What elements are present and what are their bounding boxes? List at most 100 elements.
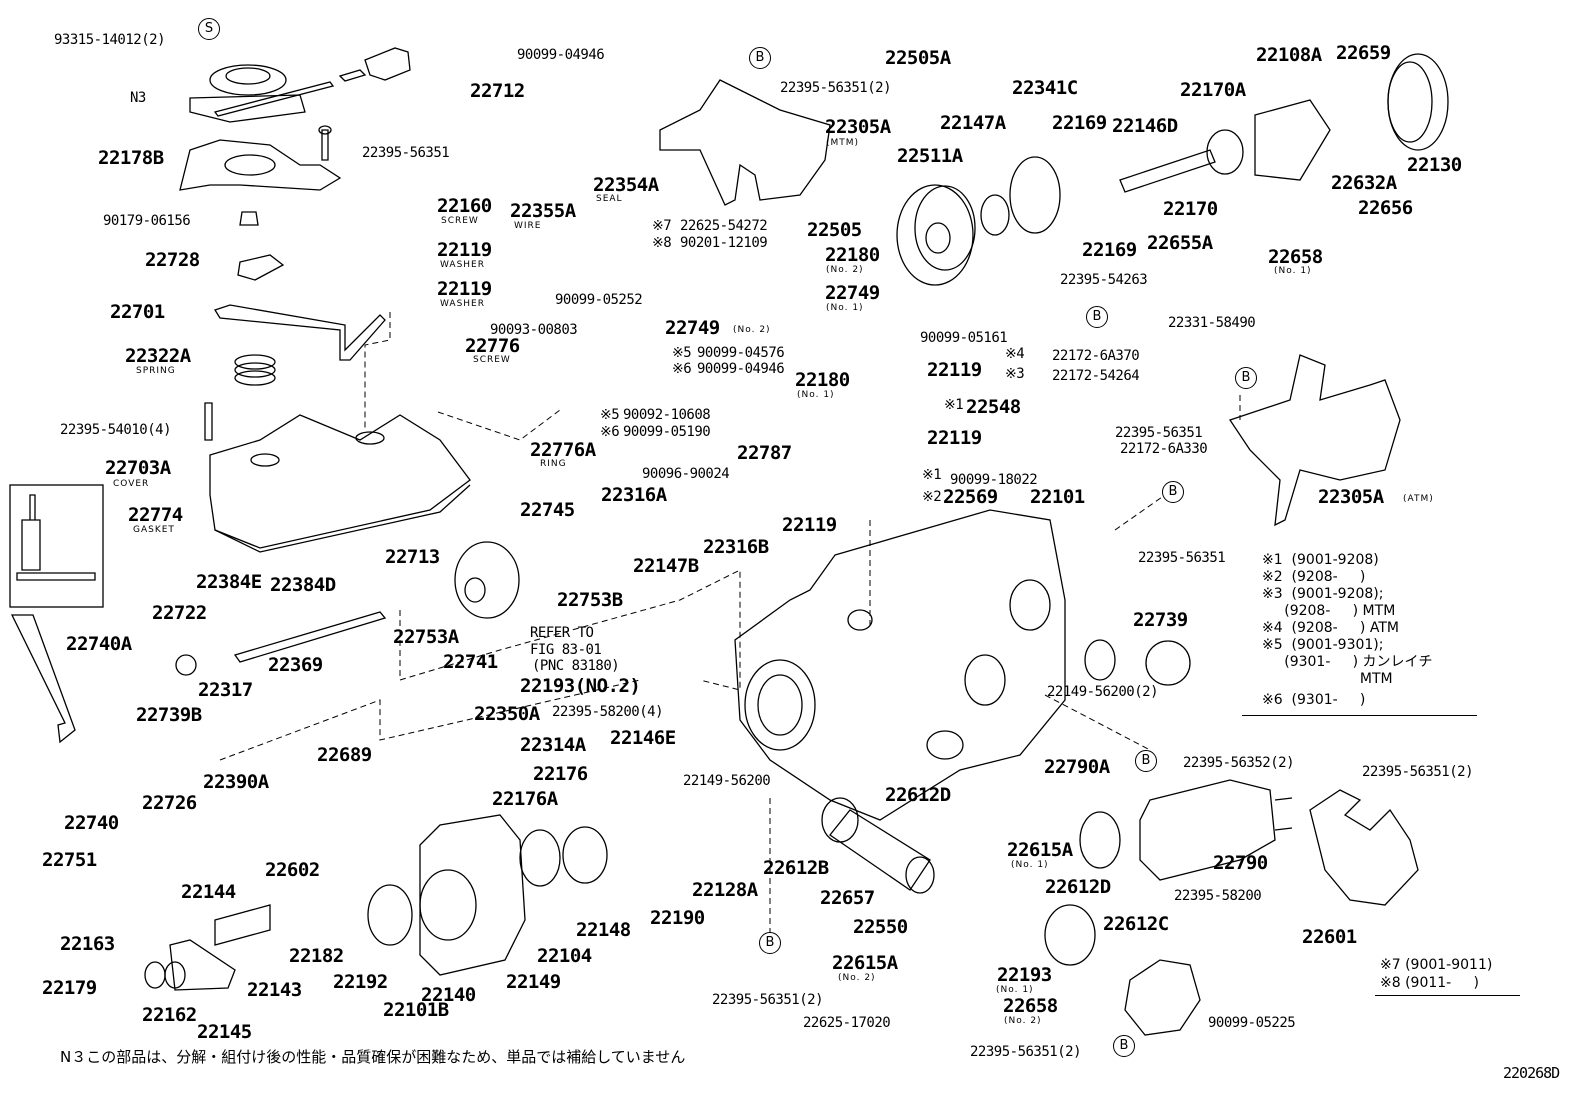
part-label: 22741 — [443, 651, 498, 673]
part-label: 22322A — [125, 345, 191, 367]
part-label: 22753A — [393, 626, 459, 648]
part-label: 22316B — [703, 536, 769, 558]
part-label: 22395-56351 — [362, 145, 450, 161]
symbol-b-circle: B — [1113, 1035, 1135, 1057]
part-label: 22550 — [853, 916, 908, 938]
nut-drawing — [239, 211, 259, 226]
part-label: 22787 — [737, 442, 792, 464]
part-label: 22612B — [763, 857, 829, 879]
part-mark: ※8 — [652, 235, 672, 251]
part-label: 22179 — [42, 977, 97, 999]
part-label: 22331-58490 — [1168, 315, 1256, 331]
part-label: 22602 — [265, 859, 320, 881]
bracket-22178b-drawing — [179, 125, 342, 191]
symbol-b-circle: B — [1162, 481, 1184, 503]
spring-drawing — [234, 354, 276, 386]
part-label: 90099-05161 — [920, 330, 1008, 346]
legend-row: (9208- ) MTM — [1262, 603, 1396, 619]
part-label: 22740A — [66, 633, 132, 655]
part-sublabel: SPRING — [136, 366, 176, 376]
part-label: 22172-6A330 — [1120, 441, 1208, 457]
part-label: 22350A — [474, 703, 540, 725]
part-label: 22548 — [966, 396, 1021, 418]
part-label: 22658 — [1268, 246, 1323, 268]
part-label: 22658 — [1003, 995, 1058, 1017]
part-sublabel: (No. 1) — [797, 390, 835, 400]
part-label: 22314A — [520, 734, 586, 756]
part-label: 22740 — [64, 812, 119, 834]
part-mark: ※5 — [672, 345, 692, 361]
legend-row: ※1 (9001-9208) — [1262, 552, 1379, 568]
symbol-b-circle: B — [1235, 367, 1257, 389]
part-mark: ※2 — [922, 489, 942, 505]
reference-note: (PNC 83180) — [532, 658, 620, 674]
inset-detail-box — [9, 484, 104, 608]
part-label: 22119 — [927, 359, 982, 381]
part-label: 22108A — [1256, 44, 1322, 66]
part-sublabel: (No. 2) — [826, 265, 864, 275]
legend-row: ※3 (9001-9208); — [1262, 586, 1384, 602]
reference-note: FIG 83-01 — [530, 642, 602, 658]
part-label: 22625-17020 — [803, 1015, 891, 1031]
part-label: 22657 — [820, 887, 875, 909]
part-label: 22384D — [270, 574, 336, 596]
part-sublabel: WIRE — [514, 221, 542, 231]
part-label: 22615A — [1007, 839, 1073, 861]
part-label: 22656 — [1358, 197, 1413, 219]
oring-drawing — [1084, 639, 1116, 681]
part-label: 22728 — [145, 249, 200, 271]
part-label: 22341C — [1012, 77, 1078, 99]
legend-row: ※5 (9001-9301); — [1262, 637, 1384, 653]
governor-cover-drawing — [209, 414, 471, 553]
legend-row: ※6 (9301- ) — [1262, 692, 1366, 708]
valve-22739-drawing — [1145, 640, 1191, 686]
part-label: 22305A — [825, 116, 891, 138]
oring-22176a-drawing — [519, 829, 561, 887]
part-sublabel: COVER — [113, 479, 150, 489]
legend-underline — [1242, 715, 1477, 716]
part-mark: ※4 — [1005, 346, 1025, 362]
part-label: 90201-12109 — [680, 235, 768, 251]
symbol-s-circle: S — [198, 18, 220, 40]
part-label: 22505 — [807, 219, 862, 241]
legend-row: ※4 (9208- ) ATM — [1262, 620, 1399, 636]
part-mark: ※5 — [600, 407, 620, 423]
reference-note: REFER TO — [530, 625, 594, 641]
drive-shaft-drawing — [1119, 53, 1449, 193]
lever-mtm-drawing — [659, 79, 831, 206]
part-label: 22713 — [385, 546, 440, 568]
part-label: 22776 — [465, 335, 520, 357]
part-label: 22739 — [1133, 609, 1188, 631]
timer-cylinder-drawing — [821, 797, 935, 894]
part-label: 22162 — [142, 1004, 197, 1026]
part-label: 22140 — [421, 984, 476, 1006]
part-label: 22193 — [997, 964, 1052, 986]
part-label: 22395-54263 — [1060, 272, 1148, 288]
figure-number: 220268D — [1503, 1064, 1560, 1082]
symbol-b-circle: B — [759, 932, 781, 954]
part-label: 22384E — [196, 571, 262, 593]
part-label: 22176A — [492, 788, 558, 810]
part-label: 22776A — [530, 439, 596, 461]
bolt-drawing — [204, 402, 213, 441]
part-sublabel: SCREW — [441, 216, 479, 226]
bracket-22701-drawing — [214, 304, 386, 361]
plate-22728-drawing — [237, 254, 285, 281]
part-label: 22182 — [289, 945, 344, 967]
part-label: 22749 — [825, 282, 880, 304]
part-label: 22659 — [1336, 42, 1391, 64]
part-label: 90099-05225 — [1208, 1015, 1296, 1031]
symbol-b-circle: B — [749, 47, 771, 69]
legend-underline — [1375, 995, 1520, 996]
feed-pump-cover-drawing — [367, 814, 526, 976]
part-label: 22119 — [437, 278, 492, 300]
part-label: 22119 — [782, 514, 837, 536]
part-label: 22511A — [897, 145, 963, 167]
legend-row: MTM — [1262, 671, 1393, 687]
timer-cover-drawing — [1124, 959, 1201, 1036]
symbol-b-circle: B — [1135, 750, 1157, 772]
part-mark: ※1 — [944, 397, 964, 413]
lever-atm-drawing — [1228, 354, 1401, 527]
part-label: 22612D — [1045, 876, 1111, 898]
